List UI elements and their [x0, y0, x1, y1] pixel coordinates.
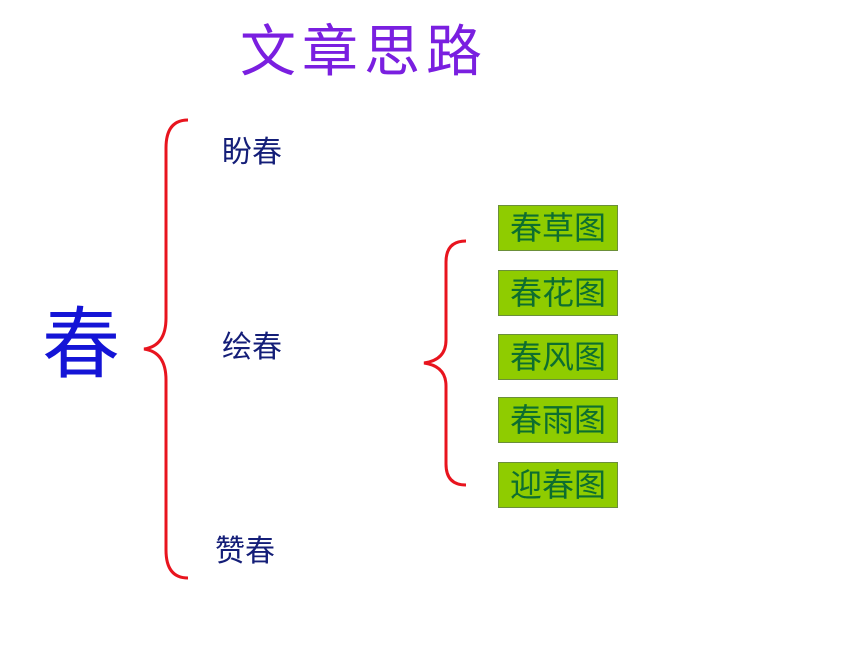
root-node: 春	[42, 300, 121, 390]
leaf-chun-cao-tu: 春草图	[498, 205, 618, 251]
main-brace	[143, 118, 189, 580]
page-title: 文章思路	[240, 20, 488, 85]
leaf-chun-feng-tu: 春风图	[498, 334, 618, 380]
branch-hui-chun: 绘春	[222, 330, 282, 365]
leaf-chun-yu-tu: 春雨图	[498, 397, 618, 443]
sub-brace	[423, 239, 467, 487]
branch-zan-chun: 赞春	[215, 534, 275, 569]
leaf-chun-hua-tu: 春花图	[498, 270, 618, 316]
branch-pan-chun: 盼春	[222, 135, 282, 170]
leaf-ying-chun-tu: 迎春图	[498, 462, 618, 508]
